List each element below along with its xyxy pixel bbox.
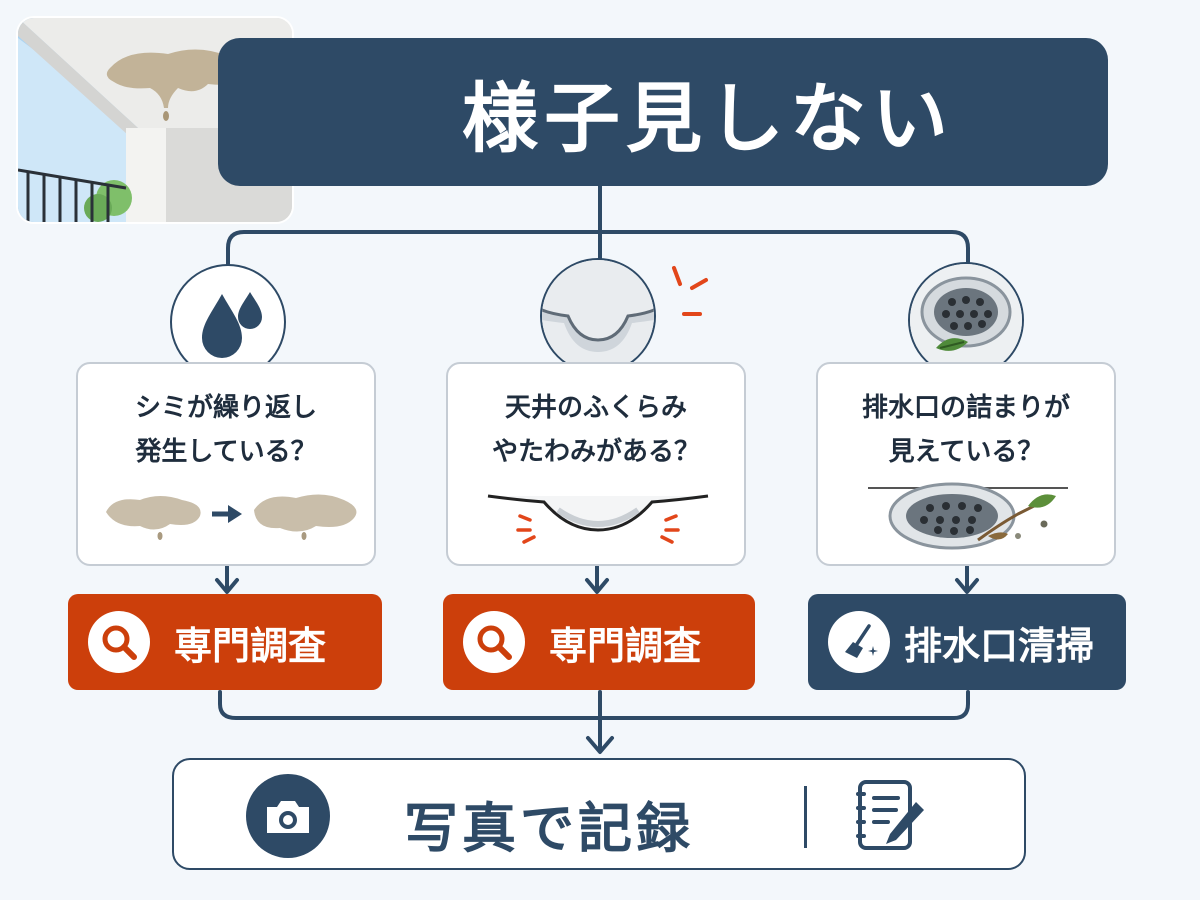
ceiling-bulge-icon <box>542 260 654 372</box>
broom-icon <box>845 624 878 658</box>
action-drain-cleaning[interactable]: 排水口清掃 <box>808 594 1126 690</box>
magnifier-icon <box>102 625 137 660</box>
record-divider <box>804 786 807 848</box>
question-card-stain: シミが繰り返し 発生している？ <box>76 362 376 566</box>
sagging-ceiling-illustration <box>487 494 709 544</box>
record-photo-box[interactable]: 写真で記録 <box>172 758 1026 870</box>
drain-circle <box>908 262 1024 378</box>
action-label-2: 専門調査 <box>549 623 702 668</box>
question-text-drain: 排水口の詰まりが 見えている？ <box>861 393 1070 467</box>
alert-marks-icon <box>672 266 708 316</box>
record-label: 写真で記録 <box>404 797 694 860</box>
broom-badge <box>828 611 890 673</box>
magnifier-badge <box>88 611 150 673</box>
notepad-pen-icon <box>856 780 924 850</box>
page-title: 様子見しない <box>462 74 954 163</box>
drain-leaf-icon <box>910 264 1022 376</box>
water-drops-circle <box>170 264 286 380</box>
ceiling-stain-photo <box>16 16 294 224</box>
action-label-1: 専門調査 <box>174 623 327 668</box>
action-label-3: 排水口清掃 <box>904 623 1095 668</box>
action-investigation-1[interactable]: 専門調査 <box>68 594 382 690</box>
camera-icon <box>267 801 309 833</box>
ceiling-bulge-circle <box>540 258 656 374</box>
magnifier-icon <box>477 625 512 660</box>
question-text-stain: シミが繰り返し 発生している？ <box>134 393 317 467</box>
question-card-drain: 排水口の詰まりが 見えている？ <box>816 362 1116 566</box>
title-banner: 様子見しない <box>218 38 1108 186</box>
camera-badge <box>246 774 330 858</box>
stain-spread-illustration <box>106 494 357 540</box>
water-drops-icon <box>202 292 262 358</box>
magnifier-badge <box>463 611 525 673</box>
question-text-bulge: 天井のふくらみ やたわみがある？ <box>491 393 700 467</box>
clogged-drain-illustration <box>868 482 1068 550</box>
question-card-bulge: 天井のふくらみ やたわみがある？ <box>446 362 746 566</box>
action-investigation-2[interactable]: 専門調査 <box>443 594 755 690</box>
